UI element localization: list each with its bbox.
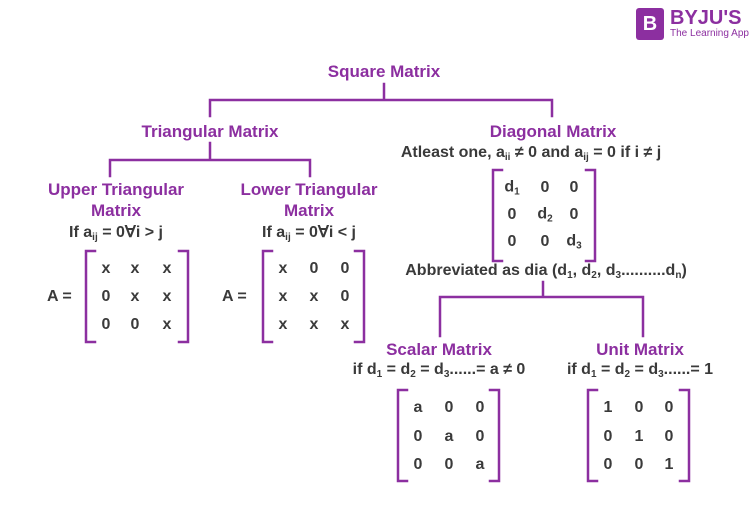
lower-condition: If aij = 0∀i < j (262, 224, 356, 243)
root-connector (208, 82, 554, 118)
matrix-cell: 0 (130, 316, 140, 333)
matrix-cell: 0 (540, 233, 550, 250)
matrix-cell: 0 (664, 428, 674, 445)
matrix-cell: 0 (603, 456, 613, 473)
matrix-cell: 0 (507, 206, 517, 223)
triangular-title: Triangular Matrix (141, 122, 279, 141)
matrix-cell: d3 (566, 232, 582, 252)
matrix-cell: x (309, 288, 319, 305)
matrix-cell: x (162, 316, 172, 333)
lower-title-line2: Matrix (283, 201, 335, 220)
lower-matrix-label: A = (222, 288, 247, 305)
lower-matrix-bracket-right (353, 249, 366, 344)
diagonal-title: Diagonal Matrix (489, 122, 617, 141)
matrix-cell: 0 (603, 428, 613, 445)
matrix-cell: 0 (340, 288, 350, 305)
matrix-cell: 0 (664, 399, 674, 416)
matrix-cell: x (278, 288, 288, 305)
root-title: Square Matrix (327, 62, 441, 81)
matrix-cell: x (101, 260, 111, 277)
upper-condition: If aij = 0∀i > j (69, 224, 163, 243)
matrix-cell: x (309, 316, 319, 333)
matrix-cell: 0 (475, 399, 485, 416)
triangular-connector (108, 141, 312, 178)
logo-mark: B (642, 13, 658, 35)
scalar-condition: if d1 = d2 = d3......= a ≠ 0 (352, 361, 526, 380)
matrix-cell: x (278, 316, 288, 333)
matrix-cell: x (130, 260, 140, 277)
upper-matrix-bracket-left (84, 249, 97, 344)
diagonal-matrix-bracket-left (491, 168, 504, 263)
matrix-cell: 0 (634, 456, 644, 473)
diagonal-matrix-bracket-right (584, 168, 597, 263)
matrix-cell: 0 (540, 179, 550, 196)
matrix-cell: x (130, 288, 140, 305)
matrix-cell: 0 (507, 233, 517, 250)
lower-title-line1: Lower Triangular (240, 180, 378, 199)
byjus-logo-icon: B (636, 8, 664, 40)
matrix-cell: a (475, 456, 485, 473)
matrix-cell: 0 (101, 288, 111, 305)
matrix-cell: x (162, 288, 172, 305)
matrix-cell: 0 (413, 428, 423, 445)
upper-title-line2: Matrix (90, 201, 142, 220)
unit-condition: if d1 = d2 = d3......= 1 (566, 361, 714, 380)
matrix-cell: 0 (569, 179, 579, 196)
matrix-cell: 0 (444, 456, 454, 473)
logo-name: BYJU'S (670, 7, 742, 29)
unit-title: Unit Matrix (596, 340, 684, 359)
matrix-cell: 1 (634, 428, 644, 445)
matrix-cell: 0 (413, 456, 423, 473)
matrix-cell: d1 (504, 178, 520, 198)
unit-matrix-bracket-right (678, 388, 691, 483)
matrix-cell: x (162, 260, 172, 277)
matrix-cell: 1 (664, 456, 674, 473)
scalar-matrix-bracket-right (488, 388, 501, 483)
diagonal-condition: Atleast one, aii ≠ 0 and aij = 0 if i ≠ … (400, 144, 662, 163)
logo-tagline: The Learning App (670, 28, 749, 39)
matrix-cell: 1 (603, 399, 613, 416)
diagonal-abbreviation: Abbreviated as dia (d1, d2, d3..........… (405, 262, 687, 281)
matrix-cell: 0 (101, 316, 111, 333)
diagonal-connector (438, 280, 645, 338)
matrix-cell: x (340, 316, 350, 333)
matrix-cell: 0 (634, 399, 644, 416)
matrix-cell: 0 (309, 260, 319, 277)
matrix-cell: x (278, 260, 288, 277)
matrix-cell: a (444, 428, 454, 445)
matrix-cell: 0 (340, 260, 350, 277)
scalar-matrix-bracket-left (396, 388, 409, 483)
upper-matrix-bracket-right (177, 249, 190, 344)
upper-matrix-label: A = (47, 288, 72, 305)
matrix-cell: 0 (569, 206, 579, 223)
matrix-cell: 0 (444, 399, 454, 416)
matrix-cell: 0 (475, 428, 485, 445)
matrix-cell: a (413, 399, 423, 416)
upper-title-line1: Upper Triangular (47, 180, 185, 199)
matrix-cell: d2 (537, 205, 553, 225)
lower-matrix-bracket-left (261, 249, 274, 344)
scalar-title: Scalar Matrix (386, 340, 492, 359)
unit-matrix-bracket-left (586, 388, 599, 483)
